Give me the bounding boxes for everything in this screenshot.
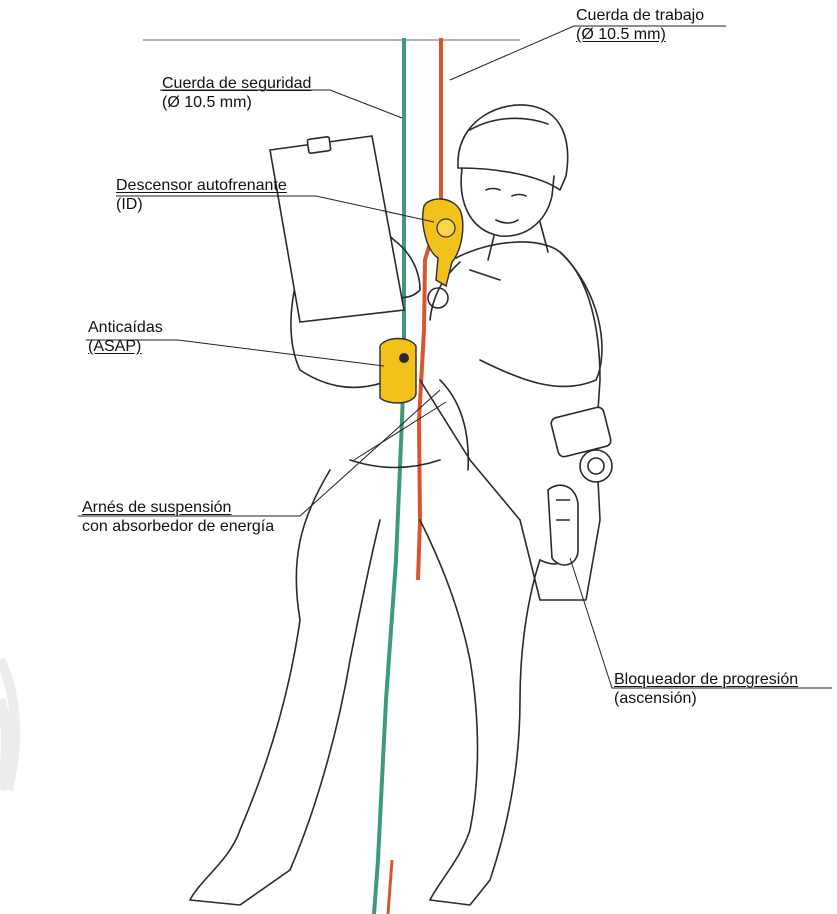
label-descensor-code: (ID) (116, 195, 287, 214)
camera-icon (550, 406, 612, 482)
label-anticaidas: Anticaídas (ASAP) (88, 318, 163, 356)
label-cuerda-seguridad: Cuerda de seguridad (Ø 10.5 mm) (162, 74, 311, 112)
label-arnes-title: Arnés de suspensión (82, 498, 274, 517)
clipboard (270, 136, 404, 322)
ascender-device-icon (548, 485, 578, 565)
fall-arrester-icon (380, 339, 416, 403)
label-descensor: Descensor autofrenante (ID) (116, 176, 287, 214)
label-anticaidas-code: (ASAP) (88, 337, 163, 356)
label-anticaidas-title: Anticaídas (88, 318, 163, 337)
work-rope (418, 38, 441, 580)
label-cuerda-trabajo-title: Cuerda de trabajo (576, 6, 704, 25)
label-cuerda-seguridad-title: Cuerda de seguridad (162, 74, 311, 93)
leader-bloqueador (570, 558, 832, 688)
right-leg (420, 520, 540, 905)
head (461, 168, 554, 236)
descender-device-icon (423, 199, 463, 286)
label-arnes-detail: con absorbedor de energía (82, 517, 274, 536)
label-descensor-title: Descensor autofrenante (116, 176, 287, 195)
work-rope-tail (388, 860, 392, 914)
leader-lines (78, 26, 832, 688)
label-cuerda-trabajo: Cuerda de trabajo (Ø 10.5 mm) (576, 6, 704, 44)
label-bloqueador: Bloqueador de progresión (ascensión) (614, 670, 798, 708)
watermark (0, 660, 15, 790)
label-bloqueador-title: Bloqueador de progresión (614, 670, 798, 689)
label-arnes: Arnés de suspensión con absorbedor de en… (82, 498, 274, 536)
label-cuerda-seguridad-spec: (Ø 10.5 mm) (162, 93, 311, 112)
label-bloqueador-detail: (ascensión) (614, 689, 798, 708)
label-cuerda-trabajo-spec: (Ø 10.5 mm) (576, 25, 704, 44)
